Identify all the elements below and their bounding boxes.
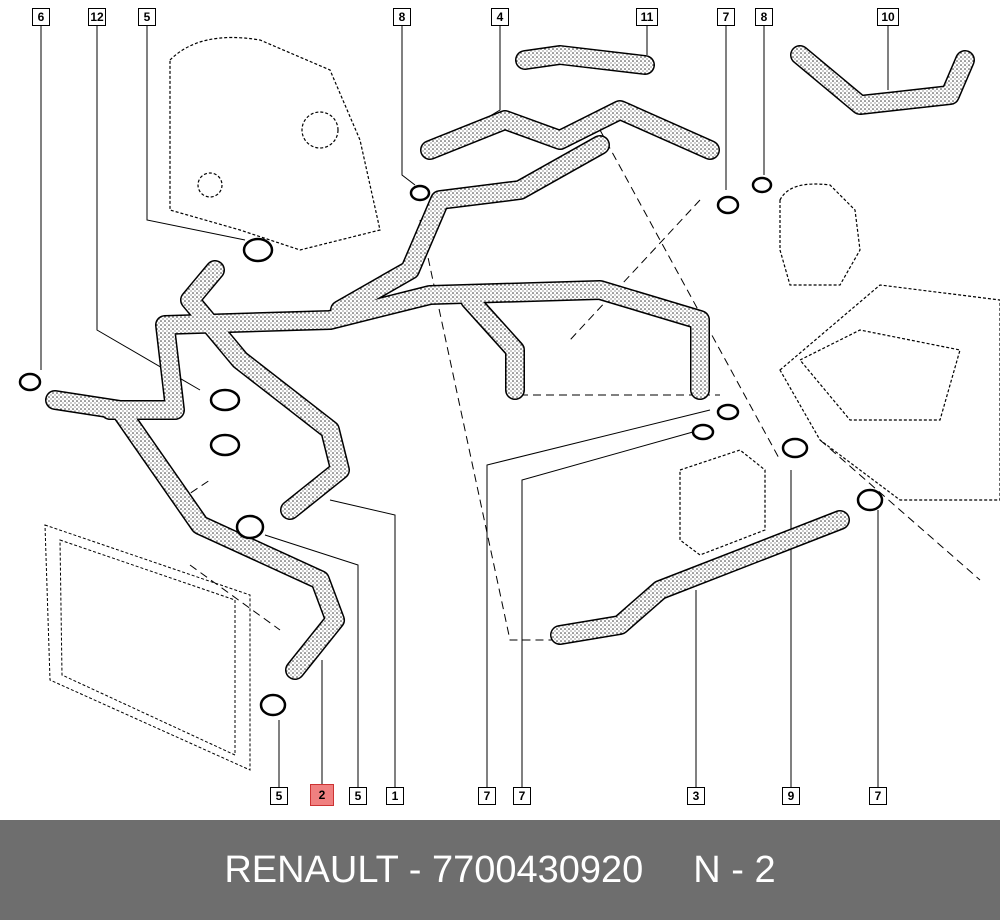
brand-part-number: RENAULT - 7700430920 (224, 848, 644, 891)
hose-clamps (18, 176, 884, 717)
callout-5[interactable]: 5 (349, 787, 367, 805)
callout-3[interactable]: 3 (687, 787, 705, 805)
radiator (44, 524, 251, 771)
callout-7[interactable]: 7 (478, 787, 496, 805)
callout-7[interactable]: 7 (513, 787, 531, 805)
callout-6[interactable]: 6 (32, 8, 50, 26)
callout-8[interactable]: 8 (755, 8, 773, 26)
callout-1[interactable]: 1 (386, 787, 404, 805)
cooling-hose-diagram (18, 26, 1000, 787)
heater-unit (779, 284, 1000, 501)
callout-11[interactable]: 11 (636, 8, 658, 26)
callout-5[interactable]: 5 (270, 787, 288, 805)
callout-12[interactable]: 12 (88, 8, 106, 26)
hoses (45, 45, 975, 680)
callout-8[interactable]: 8 (393, 8, 411, 26)
expansion-tank (779, 183, 861, 286)
callout-9[interactable]: 9 (782, 787, 800, 805)
callout-7[interactable]: 7 (717, 8, 735, 26)
callout-2-highlighted[interactable]: 2 (310, 784, 334, 806)
callout-10[interactable]: 10 (877, 8, 899, 26)
callout-4[interactable]: 4 (491, 8, 509, 26)
dashed-guides (179, 129, 981, 641)
position-number: N - 2 (693, 848, 776, 891)
footer-banner: RENAULT - 7700430920 N - 2 (0, 820, 1000, 920)
leader-lines (40, 26, 889, 787)
callout-7[interactable]: 7 (869, 787, 887, 805)
oil-cooler (679, 449, 766, 556)
engine-block (169, 37, 381, 251)
callout-5[interactable]: 5 (138, 8, 156, 26)
